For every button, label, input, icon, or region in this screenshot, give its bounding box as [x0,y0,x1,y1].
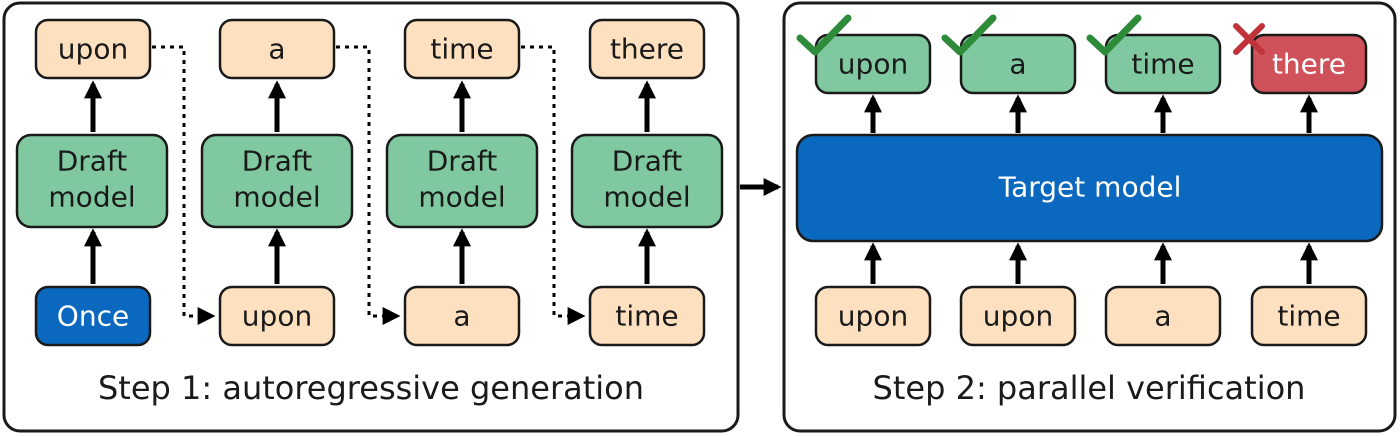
check-icon [941,14,997,56]
step1-output-label: there [610,33,684,66]
step1-input-token [403,285,521,347]
step2-input-token [814,285,932,347]
draft-model-label: model [603,181,690,214]
draft-model-label: model [48,181,135,214]
draft-model-label: Draft [57,145,128,178]
step1-output-token [588,18,706,80]
step1-output-token [218,18,336,80]
step1-output-token [403,18,521,80]
draft-model-label: model [418,181,505,214]
step2-input-label: upon [838,300,908,333]
check-icon [796,14,852,56]
step2-output-token-accepted [959,33,1077,95]
step1-column-2: a Draft model upon [200,18,354,347]
step2-input-token [1250,285,1368,347]
step2-output-label: upon [838,48,908,81]
step1-input-token-start [34,285,152,347]
step2-output-token-accepted [1104,33,1222,95]
step1-input-label: Once [57,300,129,333]
step2-output-label: time [1131,48,1194,81]
step1-caption: Step 1: autoregressive generation [98,369,644,407]
step1-output-token [34,18,152,80]
step1-input-label: upon [242,300,312,333]
step1-column-1: upon Draft model Once [15,18,169,347]
step1-input-token [588,285,706,347]
step2-input-label: a [1154,300,1171,333]
draft-model-label: model [233,181,320,214]
step2-output-label: a [1009,48,1026,81]
step1-panel [2,1,740,433]
draft-model-label: Draft [427,145,498,178]
step2-input-label: time [1277,300,1340,333]
draft-model-box [15,133,169,229]
feedback-connector [521,45,586,325]
step2-output-label: there [1272,48,1346,81]
step1-input-label: a [453,300,470,333]
step1-column-3: time Draft model a [385,18,539,347]
check-icon [1086,14,1142,56]
draft-model-box [570,133,724,229]
cross-icon [1233,23,1265,55]
draft-model-box [200,133,354,229]
target-model-label: Target model [998,171,1182,204]
step2-input-token [959,285,1077,347]
draft-model-label: Draft [242,145,313,178]
step2-caption: Step 2: parallel verification [873,369,1306,407]
step1-input-label: time [615,300,678,333]
draft-model-box [385,133,539,229]
step1-output-label: a [268,33,285,66]
step2-output-token-accepted [814,33,932,95]
step1-column-4: there Draft model time [570,18,724,347]
step1-input-token [218,285,336,347]
step2-input-label: upon [983,300,1053,333]
draft-model-label: Draft [612,145,683,178]
target-model-box [795,133,1384,243]
step1-output-label: upon [58,33,128,66]
feedback-connector [152,45,216,325]
step2-output-token-rejected [1250,33,1368,95]
step1-output-label: time [430,33,493,66]
step2-input-token [1104,285,1222,347]
feedback-connector [336,45,401,325]
